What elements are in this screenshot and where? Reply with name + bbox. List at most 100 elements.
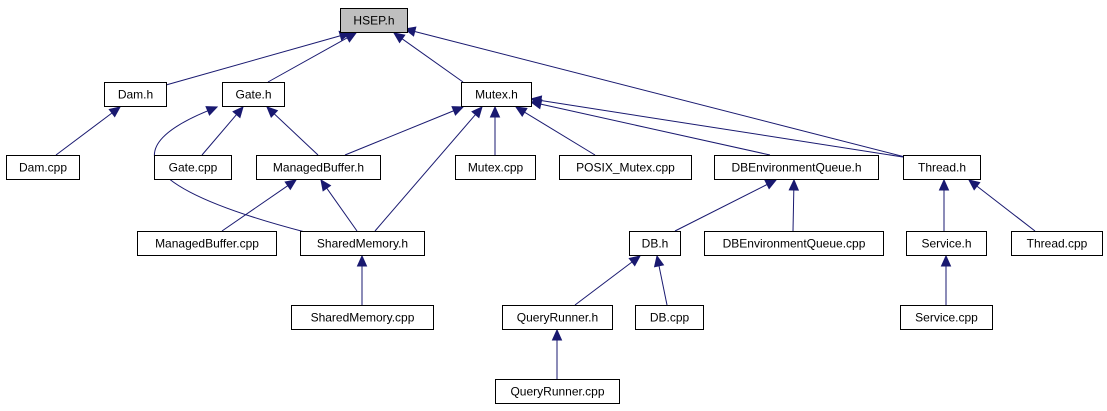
arrowhead bbox=[356, 254, 368, 267]
node-mutex-h[interactable]: Mutex.h bbox=[461, 82, 532, 107]
edge-dam-cpp-to-dam-h bbox=[55, 106, 121, 156]
arrowhead bbox=[529, 95, 543, 106]
arrowhead bbox=[764, 179, 778, 190]
node-box bbox=[502, 305, 613, 330]
arrowhead bbox=[471, 106, 483, 119]
edge-line bbox=[574, 261, 633, 306]
edge-line bbox=[401, 38, 464, 83]
node-box bbox=[635, 305, 704, 330]
edge-line bbox=[540, 100, 904, 158]
node-box bbox=[154, 155, 232, 180]
edge-thread-cpp-to-thread-h bbox=[968, 179, 1036, 232]
arrowhead bbox=[393, 32, 406, 44]
arrowhead bbox=[514, 106, 528, 117]
node-posix-mutex-cpp[interactable]: POSIX_Mutex.cpp bbox=[559, 155, 692, 180]
node-box bbox=[1011, 231, 1103, 256]
node-label: Thread.cpp bbox=[1027, 237, 1088, 251]
edge-mutex-cpp-to-mutex-h bbox=[489, 105, 501, 155]
node-label: Gate.cpp bbox=[169, 161, 218, 175]
node-managedbuffer-cpp[interactable]: ManagedBuffer.cpp bbox=[137, 231, 277, 256]
node-thread-h[interactable]: Thread.h bbox=[903, 155, 981, 180]
node-service-h[interactable]: Service.h bbox=[906, 231, 987, 256]
edge-line bbox=[674, 184, 768, 232]
edge-line bbox=[976, 185, 1036, 232]
node-db-cpp[interactable]: DB.cpp bbox=[635, 305, 704, 330]
node-label: SharedMemory.h bbox=[317, 237, 408, 251]
edge-line bbox=[326, 187, 358, 232]
node-managedbuffer-h[interactable]: ManagedBuffer.h bbox=[256, 155, 381, 180]
node-service-cpp[interactable]: Service.cpp bbox=[900, 305, 993, 330]
arrowhead bbox=[788, 178, 800, 191]
node-gate-h[interactable]: Gate.h bbox=[222, 82, 285, 107]
arrowhead bbox=[940, 254, 952, 267]
edge-line bbox=[55, 112, 113, 156]
edge-mutex-h-to-hsep-h bbox=[393, 32, 464, 83]
node-box bbox=[291, 305, 434, 330]
node-sharedmemory-cpp[interactable]: SharedMemory.cpp bbox=[291, 305, 434, 330]
node-box bbox=[222, 82, 285, 107]
arrowhead bbox=[968, 179, 981, 191]
arrowhead bbox=[938, 178, 950, 191]
node-label: Dam.cpp bbox=[19, 161, 67, 175]
node-box bbox=[461, 82, 532, 107]
edge-managedbuffer-cpp-to-managedbuffer-h bbox=[221, 179, 298, 232]
node-label: ManagedBuffer.cpp bbox=[155, 237, 259, 251]
edge-line bbox=[267, 37, 348, 83]
node-label: QueryRunner.cpp bbox=[510, 385, 604, 399]
arrowhead bbox=[108, 106, 121, 118]
node-queryrunner-cpp[interactable]: QueryRunner.cpp bbox=[495, 379, 620, 404]
edge-service-h-to-thread-h bbox=[938, 178, 950, 231]
node-box bbox=[714, 155, 879, 180]
node-label: DB.h bbox=[642, 237, 669, 251]
edge-queryrunner-h-to-db-h bbox=[574, 255, 641, 306]
node-box bbox=[340, 8, 408, 33]
edge-gate-cpp-to-gate-h bbox=[201, 106, 244, 156]
node-box bbox=[629, 231, 681, 256]
edge-managedbuffer-h-to-mutex-h bbox=[344, 106, 465, 156]
node-box bbox=[256, 155, 381, 180]
node-db-h[interactable]: DB.h bbox=[629, 231, 681, 256]
edge-service-cpp-to-service-h bbox=[940, 254, 952, 305]
node-dam-cpp[interactable]: Dam.cpp bbox=[6, 155, 80, 180]
node-label: Thread.h bbox=[918, 161, 966, 175]
node-box bbox=[455, 155, 536, 180]
node-label: DBEnvironmentQueue.cpp bbox=[723, 237, 866, 251]
node-dam-h[interactable]: Dam.h bbox=[104, 82, 167, 107]
node-box bbox=[704, 231, 884, 256]
edge-line bbox=[344, 110, 454, 156]
node-label: Service.h bbox=[921, 237, 971, 251]
node-dbenvqueue-h[interactable]: DBEnvironmentQueue.h bbox=[714, 155, 879, 180]
node-label: Mutex.h bbox=[475, 88, 518, 102]
node-gate-cpp[interactable]: Gate.cpp bbox=[154, 155, 232, 180]
edge-dbenvqueue-cpp-to-dbenvqueue-h bbox=[788, 178, 800, 232]
edge-thread-h-to-mutex-h bbox=[529, 95, 904, 158]
arrowhead bbox=[266, 106, 279, 119]
node-box bbox=[300, 231, 425, 256]
edge-line bbox=[658, 265, 668, 306]
edge-queryrunner-cpp-to-queryrunner-h bbox=[551, 328, 563, 379]
arrowhead bbox=[451, 106, 465, 116]
edge-line bbox=[165, 35, 341, 86]
node-sharedmemory-h[interactable]: SharedMemory.h bbox=[300, 231, 425, 256]
edge-line bbox=[524, 111, 596, 156]
edge-line bbox=[273, 113, 319, 156]
node-thread-cpp[interactable]: Thread.cpp bbox=[1011, 231, 1103, 256]
node-box bbox=[137, 231, 277, 256]
node-label: DBEnvironmentQueue.h bbox=[731, 161, 861, 175]
node-hsep-h[interactable]: HSEP.h bbox=[340, 8, 408, 33]
node-dbenvqueue-cpp[interactable]: DBEnvironmentQueue.cpp bbox=[704, 231, 884, 256]
edge-sharedmemory-cpp-to-sharedmemory-h bbox=[356, 254, 368, 305]
edge-sharedmemory-h-to-managedbuffer-h bbox=[320, 179, 358, 232]
node-label: Mutex.cpp bbox=[468, 161, 524, 175]
arrowhead bbox=[205, 106, 219, 116]
edge-posix-mutex-cpp-to-mutex-h bbox=[514, 106, 596, 156]
node-mutex-cpp[interactable]: Mutex.cpp bbox=[455, 155, 536, 180]
node-queryrunner-h[interactable]: QueryRunner.h bbox=[502, 305, 613, 330]
node-box bbox=[495, 379, 620, 404]
edge-line bbox=[201, 114, 237, 156]
arrowhead bbox=[628, 255, 641, 267]
arrowhead bbox=[344, 32, 358, 43]
edge-line bbox=[540, 103, 771, 156]
